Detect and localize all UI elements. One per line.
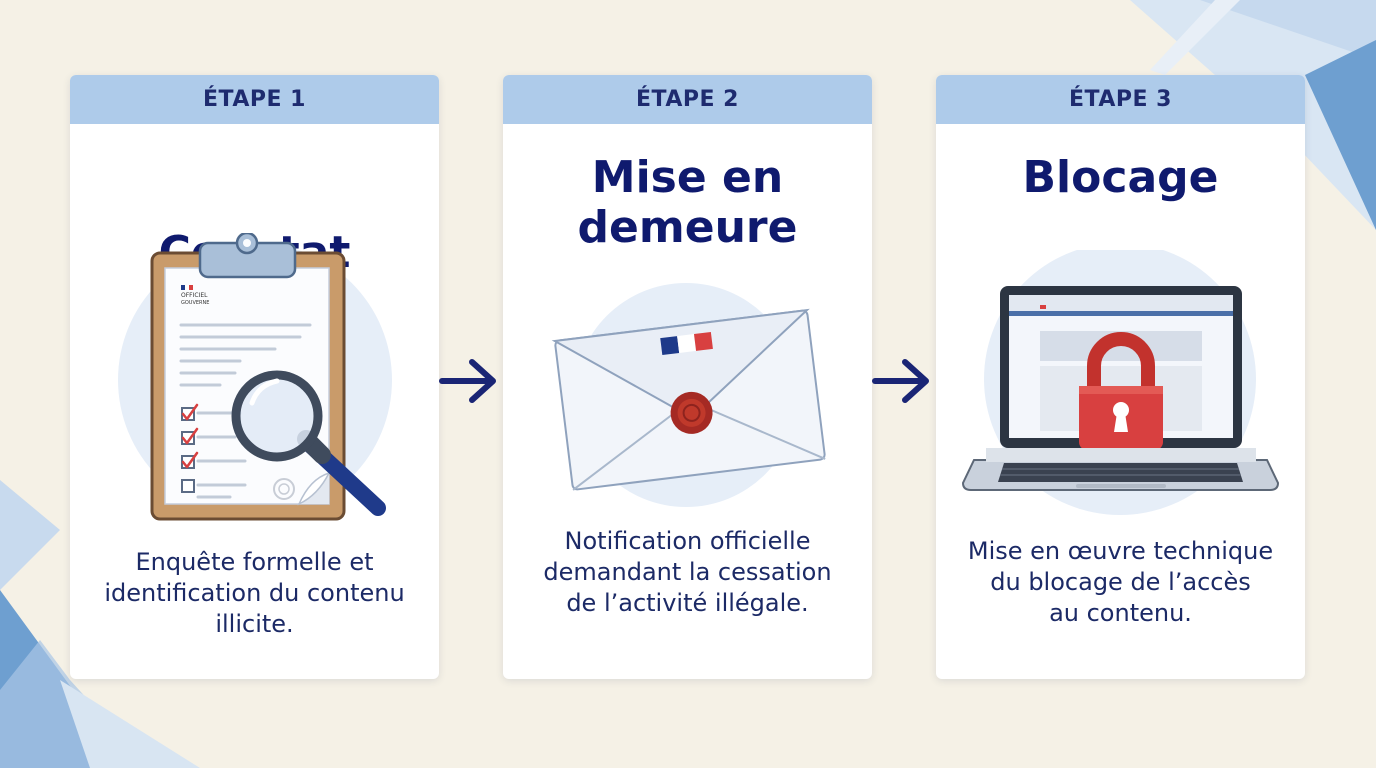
description-line: Enquête formelle et [135, 548, 374, 576]
step-description: Mise en œuvre technique du blocage de l’… [946, 536, 1295, 629]
laptop-padlock-icon [961, 250, 1280, 515]
description-line: du blocage de l’accès [990, 568, 1251, 596]
step-title-line: demeure [577, 202, 798, 253]
clipboard-magnifier-icon: OFFICIEL GOUVERNE [118, 233, 392, 521]
step-card-1: ÉTAPE 1 Constat OFFICIEL GOUVERNE [70, 75, 439, 679]
doc-header-line: OFFICIEL [181, 292, 208, 299]
step-description: Notification officielle demandant la ces… [513, 526, 862, 619]
arrow-right-icon [439, 359, 496, 403]
step-label: ÉTAPE 2 [503, 75, 872, 124]
description-line: illicite. [215, 610, 294, 638]
sealed-envelope-icon [551, 283, 826, 507]
description-line: de l’activité illégale. [566, 589, 809, 617]
step-title-line: Mise en [591, 152, 784, 203]
step-title: Blocage [936, 153, 1305, 203]
step-card-3: ÉTAPE 3 Blocage Mise en œuvre technique [936, 75, 1305, 679]
description-line: demandant la cessation [543, 558, 832, 586]
description-line: Mise en œuvre technique [967, 537, 1274, 565]
step-description: Enquête formelle et identification du co… [80, 547, 429, 640]
step-title-line: Blocage [1022, 152, 1219, 203]
step-label: ÉTAPE 3 [936, 75, 1305, 124]
step-label: ÉTAPE 1 [70, 75, 439, 124]
doc-header-line: GOUVERNE [181, 300, 209, 306]
step-title: Mise en demeure [503, 153, 872, 253]
step-card-2: ÉTAPE 2 Mise en demeure Notification off… [503, 75, 872, 679]
arrow-right-icon [872, 359, 929, 403]
description-line: Notification officielle [564, 527, 811, 555]
description-line: identification du contenu [104, 579, 405, 607]
description-line: au contenu. [1049, 599, 1192, 627]
